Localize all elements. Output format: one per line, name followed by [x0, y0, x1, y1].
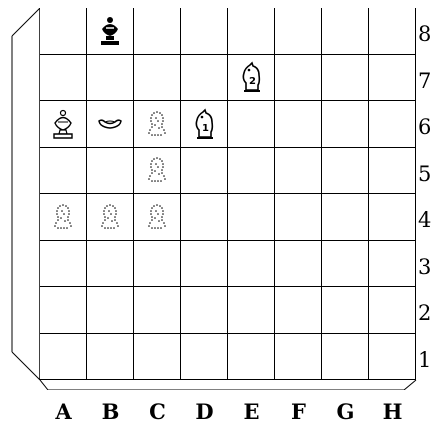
square-a8[interactable]: [40, 8, 87, 55]
square-d6[interactable]: 1: [181, 101, 228, 148]
square-f5[interactable]: [275, 148, 322, 195]
dotted-ghost-icon[interactable]: [49, 201, 77, 233]
square-f4[interactable]: [275, 194, 322, 241]
file-label-d: D: [181, 398, 228, 426]
dotted-ghost-icon[interactable]: [143, 154, 171, 186]
square-g5[interactable]: [322, 148, 369, 195]
file-label-b: B: [87, 398, 134, 426]
square-h7[interactable]: [369, 55, 416, 102]
dotted-ghost-icon[interactable]: [143, 108, 171, 140]
file-label-e: E: [228, 398, 275, 426]
square-h2[interactable]: [369, 287, 416, 334]
square-d5[interactable]: [181, 148, 228, 195]
rank-label-6: 6: [418, 117, 431, 138]
rank-labels: 8 7 6 5 4 3 2 1: [418, 10, 438, 382]
file-label-g: G: [322, 398, 369, 426]
square-b4[interactable]: [87, 194, 134, 241]
square-f6[interactable]: [275, 101, 322, 148]
white-bishop-icon[interactable]: [49, 108, 77, 140]
square-a3[interactable]: [40, 241, 87, 288]
square-h8[interactable]: [369, 8, 416, 55]
rank-label-1: 1: [418, 350, 431, 371]
square-a2[interactable]: [40, 287, 87, 334]
dotted-ghost-icon[interactable]: [143, 201, 171, 233]
square-d4[interactable]: [181, 194, 228, 241]
square-c5[interactable]: [134, 148, 181, 195]
white-knight-1-icon[interactable]: 1: [190, 108, 218, 140]
square-e1[interactable]: [228, 334, 275, 381]
svg-text:2: 2: [249, 76, 256, 87]
square-h3[interactable]: [369, 241, 416, 288]
square-a4[interactable]: [40, 194, 87, 241]
square-b7[interactable]: [87, 55, 134, 102]
square-d2[interactable]: [181, 287, 228, 334]
square-f3[interactable]: [275, 241, 322, 288]
square-f1[interactable]: [275, 334, 322, 381]
square-c2[interactable]: [134, 287, 181, 334]
square-b6[interactable]: [87, 101, 134, 148]
dotted-ghost-icon[interactable]: [96, 201, 124, 233]
square-h4[interactable]: [369, 194, 416, 241]
square-e6[interactable]: [228, 101, 275, 148]
square-f8[interactable]: [275, 8, 322, 55]
square-d3[interactable]: [181, 241, 228, 288]
square-e8[interactable]: [228, 8, 275, 55]
square-g6[interactable]: [322, 101, 369, 148]
square-d7[interactable]: [181, 55, 228, 102]
square-b2[interactable]: [87, 287, 134, 334]
rank-label-8: 8: [418, 24, 431, 45]
square-g2[interactable]: [322, 287, 369, 334]
file-label-c: C: [134, 398, 181, 426]
white-knight-2-icon[interactable]: 2: [237, 61, 265, 93]
square-e2[interactable]: [228, 287, 275, 334]
rank-label-4: 4: [418, 210, 431, 231]
square-e3[interactable]: [228, 241, 275, 288]
square-g8[interactable]: [322, 8, 369, 55]
square-g7[interactable]: [322, 55, 369, 102]
square-a5[interactable]: [40, 148, 87, 195]
rank-label-3: 3: [418, 257, 431, 278]
square-h5[interactable]: [369, 148, 416, 195]
square-d1[interactable]: [181, 334, 228, 381]
svg-text:1: 1: [202, 123, 209, 134]
square-c4[interactable]: [134, 194, 181, 241]
square-b8[interactable]: [87, 8, 134, 55]
square-h6[interactable]: [369, 101, 416, 148]
square-h1[interactable]: [369, 334, 416, 381]
rank-label-5: 5: [418, 164, 431, 185]
file-label-a: A: [40, 398, 87, 426]
square-e4[interactable]: [228, 194, 275, 241]
square-g1[interactable]: [322, 334, 369, 381]
square-c1[interactable]: [134, 334, 181, 381]
square-g3[interactable]: [322, 241, 369, 288]
square-d8[interactable]: [181, 8, 228, 55]
square-f2[interactable]: [275, 287, 322, 334]
square-c3[interactable]: [134, 241, 181, 288]
rank-label-7: 7: [418, 71, 431, 92]
square-a1[interactable]: [40, 334, 87, 381]
square-c7[interactable]: [134, 55, 181, 102]
square-c8[interactable]: [134, 8, 181, 55]
square-g4[interactable]: [322, 194, 369, 241]
square-b1[interactable]: [87, 334, 134, 381]
square-c6[interactable]: [134, 101, 181, 148]
square-b3[interactable]: [87, 241, 134, 288]
square-f7[interactable]: [275, 55, 322, 102]
square-a7[interactable]: [40, 55, 87, 102]
rank-label-2: 2: [418, 303, 431, 324]
file-label-h: H: [369, 398, 416, 426]
black-bishop-icon[interactable]: [96, 15, 124, 47]
square-e7[interactable]: 2: [228, 55, 275, 102]
file-label-f: F: [275, 398, 322, 426]
square-b5[interactable]: [87, 148, 134, 195]
fallen-bishop-icon[interactable]: [96, 108, 124, 140]
square-a6[interactable]: [40, 101, 87, 148]
square-e5[interactable]: [228, 148, 275, 195]
